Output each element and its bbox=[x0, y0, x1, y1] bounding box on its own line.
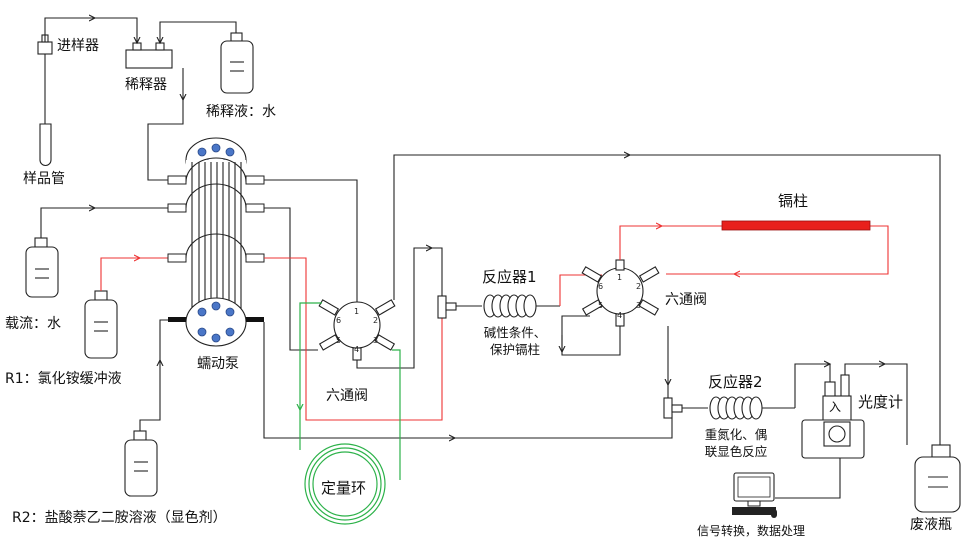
valve1-port-6: 6 bbox=[336, 316, 341, 325]
photometer-inlet-label: 入 bbox=[829, 400, 842, 414]
valve1-port-5: 5 bbox=[336, 336, 341, 345]
valve1-port-3: 3 bbox=[373, 336, 378, 345]
valve1-to-tee1-line bbox=[356, 248, 432, 369]
diluter-label: 稀释器 bbox=[125, 77, 167, 93]
diluent-to-diluter-line bbox=[160, 21, 237, 43]
photometer-label: 光度计 bbox=[858, 393, 904, 411]
reactor-2-label: 反应器2 bbox=[708, 375, 763, 390]
r2-line-arrow bbox=[139, 360, 160, 431]
line-to-diluter bbox=[95, 17, 137, 43]
reactor-2-desc-line-2: 联显色反应 bbox=[704, 443, 768, 459]
valve1-port-1: 1 bbox=[354, 307, 359, 316]
reactor-1-label: 反应器1 bbox=[482, 270, 537, 285]
valve1-to-tee1-line-b bbox=[432, 247, 443, 296]
six-way-valve-1-label: 六通阀 bbox=[326, 388, 368, 404]
carrier-to-valve1-line bbox=[264, 207, 318, 351]
r1-bottle bbox=[84, 290, 118, 359]
reactor-2-desc-line-1: 重氮化、偶 bbox=[704, 427, 768, 442]
computer-icon bbox=[732, 472, 777, 518]
reactor-2-name: 反应器 bbox=[708, 373, 754, 391]
pump-to-valve1-top-line bbox=[264, 179, 358, 296]
photometer bbox=[801, 374, 865, 459]
photometer-to-waste-arrow bbox=[844, 364, 885, 375]
six-way-valve-2: 1 2 3 4 5 6 bbox=[581, 259, 660, 327]
reactor-2-description: 重氮化、偶 联显色反应 bbox=[696, 427, 776, 461]
reactor-1-desc-line-1: 碱性条件、 bbox=[483, 325, 547, 340]
valve2-bypass-line bbox=[561, 315, 621, 356]
r1-label: R1：氯化铵缓冲液 bbox=[5, 371, 122, 387]
injector-label: 进样器 bbox=[57, 38, 99, 54]
valve2-port-2: 2 bbox=[636, 282, 641, 291]
signal-processing-label: 信号转换，数据处理 bbox=[697, 524, 806, 538]
waste-bottle bbox=[914, 444, 961, 513]
column-return-line bbox=[734, 225, 889, 274]
sample-tube bbox=[39, 123, 52, 166]
photometer-to-computer-line bbox=[775, 458, 841, 499]
quant-loop-label: 定量环 bbox=[321, 479, 367, 497]
six-way-valve-2-label: 六通阀 bbox=[665, 292, 707, 308]
carrier-bottle bbox=[25, 237, 59, 298]
valve2-port-4: 4 bbox=[617, 311, 622, 320]
tee-connector-2 bbox=[663, 397, 683, 419]
r1-line-arrow bbox=[100, 258, 140, 291]
tee-connector-1 bbox=[437, 295, 457, 319]
reactor-2-coil bbox=[682, 396, 795, 420]
valve1-port-2: 2 bbox=[373, 316, 378, 325]
reactor-1-description: 碱性条件、 保护镉柱 bbox=[474, 325, 556, 359]
diluent-bottle bbox=[220, 32, 254, 94]
valve1-to-waste-top-arrow bbox=[393, 155, 630, 300]
reactor-1-name: 反应器 bbox=[482, 268, 528, 286]
reactor-1-coil bbox=[456, 294, 560, 318]
sample-tube-label: 样品管 bbox=[23, 171, 65, 187]
photometer-to-waste-line bbox=[885, 363, 908, 445]
peristaltic-pump bbox=[167, 137, 265, 347]
injector-to-diluter-line bbox=[44, 18, 95, 42]
diluter-to-pump-line bbox=[147, 100, 184, 181]
r2-line bbox=[159, 319, 172, 360]
r1-to-tee1-line bbox=[264, 257, 443, 421]
r2-to-tee2-line bbox=[455, 414, 673, 439]
reactor-1-number: 1 bbox=[527, 268, 537, 286]
reactor2-to-photometer-line bbox=[794, 364, 830, 408]
carrier-label: 载流：水 bbox=[5, 316, 61, 332]
valve2-to-column-line bbox=[619, 226, 662, 260]
cadmium-column bbox=[721, 220, 871, 231]
quant-loop bbox=[300, 302, 401, 525]
carrier-line-arrow bbox=[40, 208, 95, 238]
peristaltic-pump-label: 蠕动泵 bbox=[197, 356, 239, 372]
six-way-valve-1: 1 2 3 4 5 6 bbox=[318, 296, 396, 361]
diluter bbox=[125, 42, 173, 69]
cadmium-column-label: 镉柱 bbox=[778, 192, 809, 210]
valve2-port-3: 3 bbox=[636, 301, 641, 310]
valve2-port-5: 5 bbox=[598, 301, 603, 310]
r2-line-arrow-lower bbox=[263, 322, 455, 438]
diluent-label: 稀释液：水 bbox=[206, 104, 276, 120]
valve2-port-1: 1 bbox=[617, 273, 622, 282]
valve1-port-4: 4 bbox=[354, 345, 359, 354]
waste-bottle-label: 废液瓶 bbox=[910, 517, 952, 533]
r2-bottle bbox=[124, 430, 158, 497]
reactor-2-number: 2 bbox=[753, 373, 763, 391]
valve1-to-waste-line bbox=[630, 154, 941, 445]
reactor-1-desc-line-2: 保护镉柱 bbox=[489, 341, 540, 357]
r2-label: R2：盐酸萘乙二胺溶液（显色剂） bbox=[12, 510, 227, 526]
valve2-port-6: 6 bbox=[598, 282, 603, 291]
